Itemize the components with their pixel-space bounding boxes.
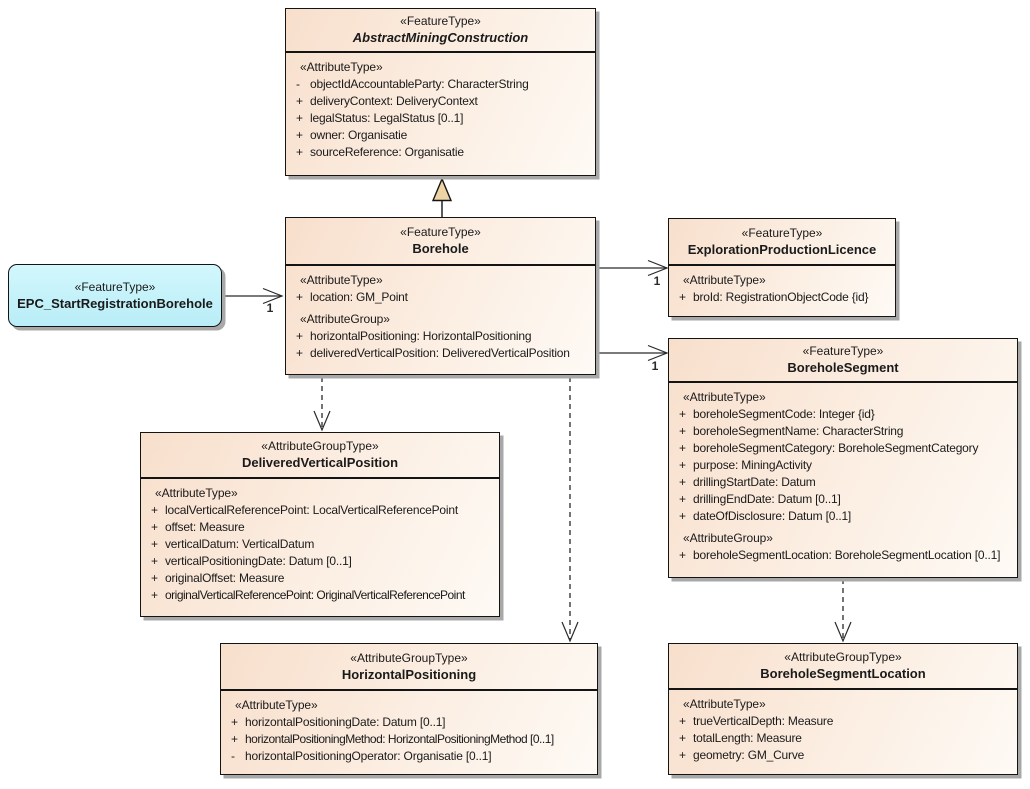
- class-name: HorizontalPositioning: [341, 666, 477, 682]
- class-name: DeliveredVerticalPosition: [241, 455, 399, 470]
- class-name: Borehole: [412, 241, 469, 256]
- section-stereotype: «AttributeType»: [683, 273, 766, 287]
- attribute-row: +totalLength: Measure: [679, 731, 802, 745]
- attribute-row: +location: GM_Point: [296, 290, 408, 304]
- class-name: ExplorationProductionLicence: [687, 241, 877, 257]
- attribute-row: +drillingStartDate: Datum: [679, 475, 816, 489]
- attribute-row: +purpose: MiningActivity: [679, 458, 812, 472]
- attribute-row: +verticalPositioningDate: Datum [0..1]: [151, 554, 352, 568]
- stereotype-label: «FeatureType»: [400, 225, 481, 239]
- class-name: BoreholeSegment: [787, 360, 899, 375]
- attribute-row: +originalVerticalReferencePoint: Origina…: [151, 588, 465, 602]
- attribute-row: +horizontalPositioningMethod: Horizontal…: [231, 732, 554, 746]
- class-header: «AttributeGroupType» BoreholeSegmentLoca…: [669, 644, 1017, 690]
- attribute-row: +verticalDatum: VerticalDatum: [151, 537, 315, 551]
- class-header: «AttributeGroupType» DeliveredVerticalPo…: [141, 433, 499, 479]
- stereotype-label: «FeatureType»: [74, 280, 156, 294]
- dependency-borehole-hp: [561, 377, 579, 643]
- attribute-row: +boreholeSegmentCode: Integer {id}: [679, 407, 875, 421]
- multiplicity-label: 1: [266, 301, 274, 315]
- class-borehole-segment[interactable]: «FeatureType» BoreholeSegment «Attribute…: [668, 338, 1018, 578]
- attribute-row: +deliveryContext: DeliveryContext: [296, 94, 478, 108]
- class-name: EPC_StartRegistrationBorehole: [17, 296, 213, 311]
- section-stereotype: «AttributeType»: [155, 486, 238, 500]
- class-header: «FeatureType» BoreholeSegment: [669, 339, 1017, 383]
- attribute-row: +geometry: GM_Curve: [679, 748, 805, 762]
- class-borehole[interactable]: «FeatureType» Borehole «AttributeType» +…: [285, 217, 596, 375]
- class-epc-start-registration-borehole[interactable]: «FeatureType» EPC_StartRegistrationBoreh…: [8, 264, 222, 327]
- class-abstract-mining-construction[interactable]: «FeatureType» AbstractMiningConstruction…: [285, 8, 596, 176]
- attribute-row: -objectIdAccountableParty: CharacterStri…: [296, 77, 529, 91]
- attribute-row: +drillingEndDate: Datum [0..1]: [679, 492, 841, 506]
- attribute-compartment: «AttributeType» +boreholeSegmentCode: In…: [669, 383, 1017, 564]
- class-exploration-production-licence[interactable]: «FeatureType» ExplorationProductionLicen…: [668, 218, 896, 317]
- dependency-segment-bsl: [834, 579, 852, 643]
- attribute-row: +offset: Measure: [151, 520, 245, 534]
- multiplicity-label: 1: [653, 274, 661, 288]
- stereotype-label: «AttributeGroupType»: [350, 650, 468, 665]
- class-header: «AttributeGroupType» HorizontalPositioni…: [221, 644, 597, 691]
- class-header: «FeatureType» AbstractMiningConstruction: [286, 9, 595, 53]
- stereotype-label: «FeatureType»: [802, 344, 884, 358]
- attribute-compartment: «AttributeType» +location: GM_Point «Att…: [286, 266, 595, 362]
- section-stereotype: «AttributeGroup»: [683, 531, 773, 545]
- class-delivered-vertical-position[interactable]: «AttributeGroupType» DeliveredVerticalPo…: [140, 432, 500, 617]
- section-stereotype: «AttributeType»: [235, 698, 318, 712]
- attribute-row: +boreholeSegmentName: CharacterString: [679, 424, 904, 438]
- class-name: BoreholeSegmentLocation: [760, 666, 926, 681]
- attribute-row: +legalStatus: LegalStatus [0..1]: [296, 111, 464, 125]
- stereotype-label: «AttributeGroupType»: [784, 650, 902, 664]
- attribute-row: +sourceReference: Organisatie: [296, 145, 464, 159]
- attribute-row: +broId: RegistrationObjectCode {id}: [679, 290, 869, 304]
- attribute-compartment: «AttributeType» +trueVerticalDepth: Meas…: [669, 690, 1017, 764]
- attribute-compartment: «AttributeType» +broId: RegistrationObje…: [669, 266, 895, 306]
- generalization-arrow: [431, 177, 453, 217]
- attribute-row: +boreholeSegmentCategory: BoreholeSegmen…: [679, 441, 979, 455]
- section-stereotype: «AttributeType»: [683, 390, 766, 404]
- attribute-compartment: «AttributeType» +localVerticalReferenceP…: [141, 479, 499, 604]
- attribute-compartment: «AttributeType» -objectIdAccountablePart…: [286, 53, 595, 161]
- section-stereotype: «AttributeType»: [683, 697, 766, 711]
- class-header: «FeatureType» Borehole: [286, 218, 595, 266]
- class-horizontal-positioning[interactable]: «AttributeGroupType» HorizontalPositioni…: [220, 643, 598, 775]
- attribute-row: +boreholeSegmentLocation: BoreholeSegmen…: [679, 548, 1001, 562]
- attribute-row: -horizontalPositioningOperator: Organisa…: [231, 749, 492, 763]
- attribute-row: +dateOfDisclosure: Datum [0..1]: [679, 509, 852, 523]
- stereotype-label: «FeatureType»: [400, 14, 481, 28]
- section-stereotype: «AttributeType»: [300, 60, 383, 74]
- attribute-row: +horizontalPositioning: HorizontalPositi…: [296, 329, 532, 343]
- multiplicity-label: 1: [651, 359, 659, 373]
- class-borehole-segment-location[interactable]: «AttributeGroupType» BoreholeSegmentLoca…: [668, 643, 1018, 775]
- class-name: AbstractMiningConstruction: [352, 30, 529, 45]
- attribute-row: +originalOffset: Measure: [151, 571, 285, 585]
- attribute-row: +deliveredVerticalPosition: DeliveredVer…: [296, 346, 570, 360]
- stereotype-label: «AttributeGroupType»: [261, 439, 379, 453]
- attribute-row: +horizontalPositioningDate: Datum [0..1]: [231, 715, 446, 729]
- attribute-compartment: «AttributeType» +horizontalPositioningDa…: [221, 691, 597, 765]
- attribute-row: +localVerticalReferencePoint: LocalVerti…: [151, 503, 458, 517]
- section-stereotype: «AttributeGroup»: [300, 312, 390, 326]
- section-stereotype: «AttributeType»: [300, 273, 383, 287]
- stereotype-label: «FeatureType»: [741, 225, 823, 240]
- dependency-borehole-dvp: [313, 377, 331, 432]
- attribute-row: +trueVerticalDepth: Measure: [679, 714, 834, 728]
- class-header: «FeatureType» ExplorationProductionLicen…: [669, 219, 895, 266]
- attribute-row: +owner: Organisatie: [296, 128, 408, 142]
